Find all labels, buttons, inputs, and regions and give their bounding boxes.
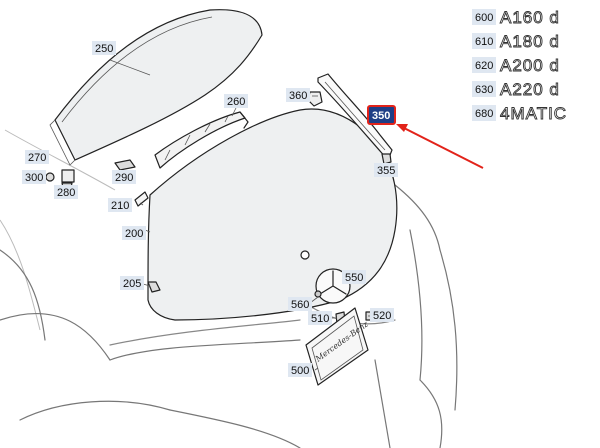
svg-text:560: 560 <box>291 299 309 311</box>
svg-text:360: 360 <box>289 90 307 102</box>
variant-680: 680 4MATIC <box>472 104 567 123</box>
tailgate-panel <box>147 108 398 321</box>
svg-text:280: 280 <box>57 187 75 199</box>
svg-text:610: 610 <box>475 36 493 48</box>
svg-text:205: 205 <box>123 278 141 290</box>
clip-300 <box>45 172 55 182</box>
callout-360: 360 <box>286 88 310 102</box>
variant-600: 600 A160 d <box>472 8 560 27</box>
svg-text:600: 600 <box>475 12 493 24</box>
callout-520: 520 <box>370 308 394 322</box>
callout-300: 300 <box>22 170 46 184</box>
callout-510: 510 <box>308 311 332 325</box>
callout-355: 355 <box>374 163 398 177</box>
callout-270: 270 <box>25 150 49 164</box>
callout-500: 500 <box>288 363 312 377</box>
svg-text:620: 620 <box>475 60 493 72</box>
callout-290: 290 <box>112 170 136 184</box>
clip-270 <box>61 169 75 183</box>
svg-text:250: 250 <box>95 43 113 55</box>
leader-lines <box>109 59 387 371</box>
svg-text:A180 d: A180 d <box>500 32 560 51</box>
svg-text:4MATIC: 4MATIC <box>500 104 567 123</box>
svg-text:290: 290 <box>115 172 133 184</box>
star-emblem <box>315 268 351 304</box>
svg-text:300: 300 <box>25 172 43 184</box>
variant-630: 630 A220 d <box>472 80 560 99</box>
highlight-arrow <box>396 124 484 169</box>
rear-window-glass <box>49 9 263 166</box>
clip-360 <box>307 91 323 107</box>
callout-205: 205 <box>120 276 144 290</box>
callout-550: 550 <box>342 270 366 284</box>
svg-text:350: 350 <box>372 110 390 122</box>
svg-text:200: 200 <box>125 228 143 240</box>
callout-280: 280 <box>54 185 78 199</box>
callout-350-highlighted: 350 <box>367 105 396 125</box>
svg-text:680: 680 <box>475 108 493 120</box>
clip-205 <box>147 281 161 293</box>
emblem-clip-560 <box>314 290 322 298</box>
roof-spoiler-trim <box>154 111 249 169</box>
svg-text:A220 d: A220 d <box>500 80 560 99</box>
svg-text:630: 630 <box>475 84 493 96</box>
clip-290 <box>114 159 136 171</box>
callout-250: 250 <box>92 41 116 55</box>
callout-200: 200 <box>122 226 146 240</box>
svg-text:210: 210 <box>111 200 129 212</box>
svg-text:510: 510 <box>311 313 329 325</box>
svg-text:260: 260 <box>227 96 245 108</box>
svg-text:520: 520 <box>373 310 391 322</box>
svg-text:A200 d: A200 d <box>500 56 560 75</box>
callout-210: 210 <box>108 198 132 212</box>
clip-355 <box>381 153 392 165</box>
svg-text:A160 d: A160 d <box>500 8 560 27</box>
svg-text:270: 270 <box>28 152 46 164</box>
variant-620: 620 A200 d <box>472 56 560 75</box>
svg-text:500: 500 <box>291 365 309 377</box>
svg-text:355: 355 <box>377 165 395 177</box>
variant-610: 610 A180 d <box>472 32 560 51</box>
svg-text:550: 550 <box>345 272 363 284</box>
clip-210 <box>134 191 149 207</box>
callout-560: 560 <box>288 297 312 311</box>
variant-legend: 600 A160 d 610 A180 d 620 A200 d 630 A22… <box>472 8 567 123</box>
callout-260: 260 <box>224 94 248 108</box>
